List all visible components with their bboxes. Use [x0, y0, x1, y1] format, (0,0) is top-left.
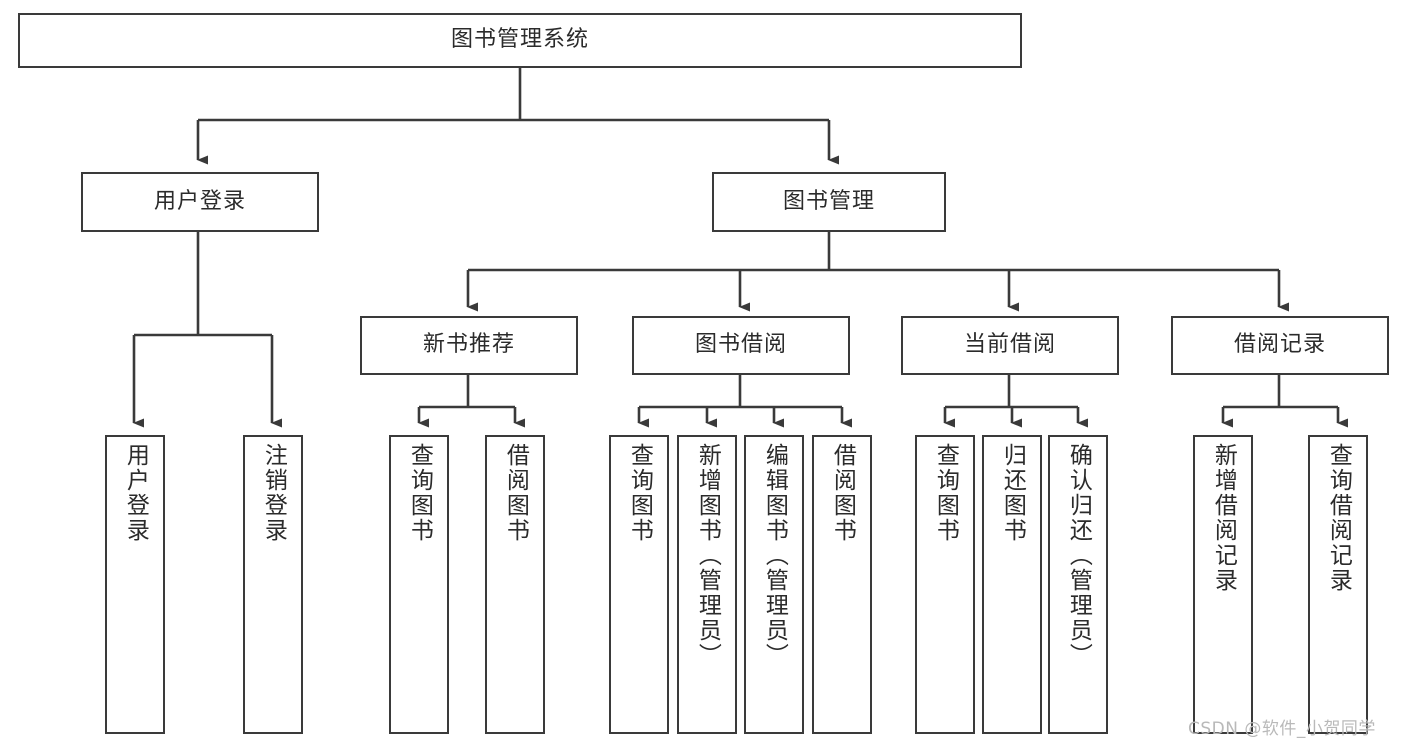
node-label: 查询图书	[406, 443, 433, 543]
connectors-user-login	[132, 232, 282, 428]
node-label: 查询图书	[932, 443, 959, 543]
connectors-recommend	[417, 375, 525, 428]
node-leaf-borrow-edit-book[interactable]: 编辑图书（管理员）	[744, 435, 804, 734]
node-label: 查询图书	[626, 443, 653, 543]
node-label: 确认归还（管理员）	[1065, 443, 1092, 668]
connectors-book-borrow	[637, 375, 852, 428]
node-label: 注销登录	[260, 443, 287, 543]
node-book-manage[interactable]: 图书管理	[712, 172, 946, 232]
node-label: 新增图书（管理员）	[694, 443, 721, 668]
node-leaf-current-confirm-return[interactable]: 确认归还（管理员）	[1048, 435, 1108, 734]
node-label: 借阅图书	[502, 443, 529, 543]
node-leaf-borrow-borrow-book[interactable]: 借阅图书	[812, 435, 872, 734]
node-leaf-record-query[interactable]: 查询借阅记录	[1308, 435, 1368, 734]
connectors-book-manage	[466, 232, 1289, 312]
node-user-login[interactable]: 用户登录	[81, 172, 319, 232]
node-label: 用户登录	[153, 188, 246, 214]
node-label: 借阅图书	[829, 443, 856, 543]
node-borrow-record[interactable]: 借阅记录	[1171, 316, 1389, 375]
node-label: 当前借阅	[963, 332, 1056, 358]
node-label: 图书管理	[782, 188, 875, 214]
node-label: 用户登录	[122, 443, 149, 543]
node-label: 编辑图书（管理员）	[761, 443, 788, 668]
connectors-current-borrow	[943, 375, 1088, 428]
node-label: 借阅记录	[1233, 332, 1326, 358]
node-book-borrow[interactable]: 图书借阅	[632, 316, 850, 375]
node-new-book-recommend[interactable]: 新书推荐	[360, 316, 578, 375]
node-label: 新增借阅记录	[1210, 443, 1237, 593]
node-root-system[interactable]: 图书管理系统	[18, 13, 1022, 68]
node-label: 新书推荐	[422, 332, 515, 358]
connectors-root	[196, 68, 839, 165]
node-leaf-current-return-book[interactable]: 归还图书	[982, 435, 1042, 734]
node-label: 图书借阅	[694, 332, 787, 358]
node-leaf-recommend-query-book[interactable]: 查询图书	[389, 435, 449, 734]
node-current-borrow[interactable]: 当前借阅	[901, 316, 1119, 375]
node-leaf-current-query-book[interactable]: 查询图书	[915, 435, 975, 734]
node-label: 查询借阅记录	[1325, 443, 1352, 593]
node-leaf-logout[interactable]: 注销登录	[243, 435, 303, 734]
node-leaf-recommend-borrow-book[interactable]: 借阅图书	[485, 435, 545, 734]
node-leaf-borrow-query-book[interactable]: 查询图书	[609, 435, 669, 734]
node-label: 归还图书	[999, 443, 1026, 543]
watermark-text: CSDN @软件_小贺同学	[1188, 719, 1376, 739]
node-leaf-record-add[interactable]: 新增借阅记录	[1193, 435, 1253, 734]
node-label: 图书管理系统	[450, 27, 589, 53]
node-leaf-user-login[interactable]: 用户登录	[105, 435, 165, 734]
node-leaf-borrow-add-book[interactable]: 新增图书（管理员）	[677, 435, 737, 734]
connectors-borrow-record	[1221, 375, 1348, 428]
